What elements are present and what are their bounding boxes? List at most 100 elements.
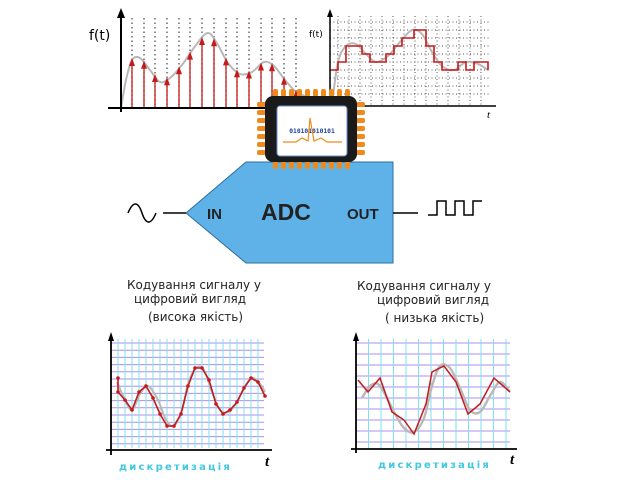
x-axis-label: t (510, 452, 515, 468)
sample-point (207, 378, 211, 382)
chip-pin (281, 161, 286, 169)
sample-arrow-head (199, 37, 205, 45)
x-axis-label: t (265, 454, 270, 470)
sample-arrow-head (269, 63, 275, 72)
chip-pin (273, 89, 278, 97)
chip-pin (257, 110, 266, 115)
sampling-grid (356, 339, 510, 448)
analog-signal-curve (331, 28, 489, 105)
chip-pin (356, 150, 365, 155)
sample-point (193, 366, 197, 370)
chip-pin (337, 89, 342, 97)
sample-arrow-head (281, 76, 287, 85)
sample-point (200, 366, 204, 370)
chip-pin (356, 110, 365, 115)
chip-pin (289, 89, 294, 97)
sample-arrow-head (129, 58, 135, 66)
sample-point (123, 398, 127, 402)
chip-pin (257, 118, 266, 123)
chip-pin (329, 89, 334, 97)
adc-title: ADC (261, 199, 311, 225)
sample-point (228, 408, 232, 412)
chip-pin (273, 161, 278, 169)
sample-arrow-head (176, 66, 182, 75)
caption-line-3: (висока якість) (148, 310, 243, 324)
y-axis-arrow (327, 9, 333, 17)
chip-pin (321, 89, 326, 97)
sample-point (151, 396, 155, 400)
sample-point (186, 384, 190, 388)
sample-arrow-head (141, 60, 147, 69)
chip-pin (345, 161, 350, 169)
chip-pin (257, 126, 266, 131)
analog-signal-curve (360, 363, 511, 434)
sample-arrow-head (246, 70, 252, 79)
chip-pin (297, 161, 302, 169)
sample-point (144, 384, 148, 388)
digital-approximation (117, 367, 266, 427)
caption-line-1: Кодування сигналу у (127, 278, 261, 292)
chip-pin (257, 142, 266, 147)
sample-point (263, 394, 267, 398)
chip-pin (305, 161, 310, 169)
adc-block: IN ADC OUT (127, 161, 482, 264)
sample-arrow-head (152, 74, 158, 82)
sample-point (172, 424, 176, 428)
sample-point (214, 402, 218, 406)
caption-line-1: Кодування сигналу у (357, 279, 491, 293)
chip-pin (345, 89, 350, 97)
sample-point (249, 376, 253, 380)
chip-pin (313, 89, 318, 97)
sample-arrows (129, 37, 299, 108)
sample-point (116, 390, 120, 394)
chip-pin (305, 89, 310, 97)
y-axis-arrow (117, 8, 125, 18)
chip-pin (356, 102, 365, 107)
sample-point (165, 424, 169, 428)
sample-point (256, 380, 260, 384)
sample-point (158, 412, 162, 416)
y-axis-label: f(t) (89, 28, 110, 44)
adc-in-label: IN (207, 206, 222, 223)
chip-pin (337, 161, 342, 169)
sample-arrow-head (234, 69, 240, 78)
sample-point (137, 390, 141, 394)
chip-pin (313, 161, 318, 169)
adc-body (185, 161, 394, 264)
chip-pin (356, 126, 365, 131)
chip-pin (321, 161, 326, 169)
chip-pin (257, 134, 266, 139)
caption-line-2: цифровий вигляд (377, 293, 489, 307)
caption-line-3: ( низька якість) (385, 311, 484, 325)
sample-points (116, 366, 267, 428)
sample-arrow-head (223, 57, 229, 66)
sampling-label: дискретизація (378, 460, 491, 471)
sampling-label: дискретизація (119, 462, 232, 473)
sample-arrow-head (187, 51, 193, 60)
sample-arrow-head (211, 38, 217, 47)
x-axis-label: t (487, 109, 491, 121)
sample-arrow-head (258, 62, 264, 71)
sample-point (221, 412, 225, 416)
quantized-chart: f(t) t (309, 9, 496, 121)
adc-out-label: OUT (347, 206, 379, 223)
chip-pin (297, 89, 302, 97)
chip-pin (289, 161, 294, 169)
quantized-step-signal (330, 29, 489, 71)
analog-signal-curve (120, 31, 306, 109)
sample-point (242, 386, 246, 390)
high-quality-panel: Кодування сигналу у цифровий вигляд (вис… (106, 278, 272, 473)
sample-point (130, 408, 134, 412)
chip-pin (281, 89, 286, 97)
low-quality-panel: Кодування сигналу у цифровий вигляд ( ни… (351, 279, 517, 471)
chip-pin (257, 150, 266, 155)
y-axis-label: f(t) (309, 30, 323, 40)
sample-arrow-head (164, 77, 170, 86)
sine-wave-icon (127, 203, 157, 223)
chip-pin (356, 118, 365, 123)
chip-pin (257, 102, 266, 107)
chip-pulse-wave (283, 117, 342, 143)
chip-pin (356, 134, 365, 139)
sample-point (116, 376, 120, 380)
